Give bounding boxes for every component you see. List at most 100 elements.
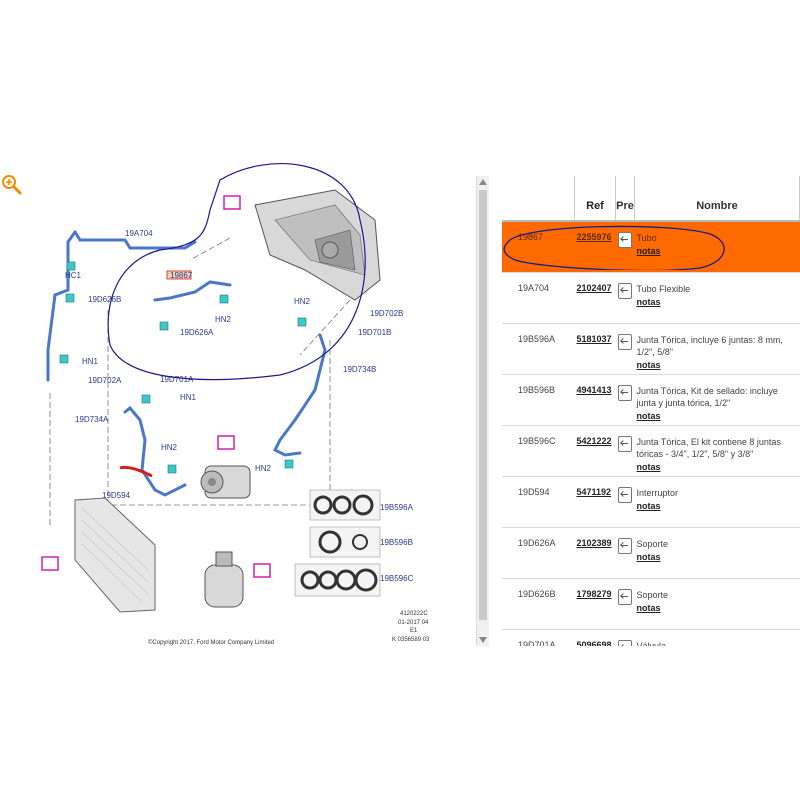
callout-HN1-2: HN1 bbox=[180, 393, 197, 402]
hvac-module bbox=[254, 189, 381, 301]
highlight-label: 19867 bbox=[170, 271, 193, 280]
part-code: 19B596C bbox=[502, 425, 575, 477]
part-name: Válvula bbox=[636, 641, 667, 646]
part-code: 19D594 bbox=[502, 476, 575, 528]
detail-link-icon bbox=[217, 435, 235, 450]
detail-link-icon bbox=[41, 556, 59, 571]
detail-link-icon bbox=[223, 195, 241, 210]
diagram-footnote: 4120222C 01-2017 04 E1 K 0356589 03 ©Cop… bbox=[148, 611, 430, 646]
callout-HN2-3: HN2 bbox=[255, 464, 272, 473]
annotation-outline bbox=[107, 163, 366, 381]
scroll-thumb[interactable] bbox=[479, 190, 487, 620]
add-to-cart-icon[interactable] bbox=[617, 283, 632, 299]
callout-19D702B: 19D702B bbox=[370, 309, 403, 318]
part-code: 19D626B bbox=[502, 578, 575, 630]
diagram-date: 01-2017 04 bbox=[398, 620, 429, 626]
callout-labels[interactable]: 19A704 HC1 19D626B HN1 19D702A 19D734A 1… bbox=[65, 229, 414, 583]
callout-HN2-1: HN2 bbox=[215, 315, 232, 324]
part-ref-link[interactable]: 5421222 bbox=[574, 425, 616, 477]
add-to-cart-icon[interactable] bbox=[617, 334, 632, 350]
add-to-cart-icon[interactable] bbox=[617, 640, 632, 646]
part-ref-link[interactable]: 4941413 bbox=[574, 374, 616, 426]
notes-link[interactable]: notas bbox=[636, 411, 661, 421]
add-to-cart-icon[interactable] bbox=[617, 538, 632, 554]
parts-table-header: Ref Pre Nombre bbox=[502, 176, 800, 222]
diagram-copyright: ©Copyright 2017, Ford Motor Company Limi… bbox=[148, 639, 274, 646]
diagram-edition: E1 bbox=[410, 628, 418, 634]
refrigerant-pipes bbox=[46, 230, 327, 497]
notes-link[interactable]: notas bbox=[636, 501, 661, 511]
callout-19D701A: 19D701A bbox=[160, 375, 194, 384]
detail-link-icon bbox=[253, 563, 271, 578]
o-ring-kits bbox=[294, 489, 381, 597]
part-name: Soporte bbox=[636, 590, 669, 600]
refrigerant-bottle bbox=[204, 551, 244, 608]
add-to-cart-icon[interactable] bbox=[617, 487, 632, 503]
part-code: 19B596B bbox=[502, 374, 575, 426]
part-code: 19D626A bbox=[502, 527, 575, 579]
header-pre: Pre bbox=[615, 176, 635, 222]
part-ref-link[interactable]: 2102407 bbox=[574, 272, 616, 324]
callout-HN1: HN1 bbox=[82, 357, 99, 366]
scroll-up-icon[interactable] bbox=[479, 179, 487, 185]
callout-19D594: 19D594 bbox=[102, 491, 131, 500]
callout-19B596A: 19B596A bbox=[380, 503, 414, 512]
add-to-cart-icon[interactable] bbox=[617, 589, 632, 605]
callout-19D734A: 19D734A bbox=[75, 415, 109, 424]
callout-19D626B: 19D626B bbox=[88, 295, 121, 304]
part-code: 19D701A bbox=[502, 629, 575, 646]
notes-link[interactable]: notas bbox=[636, 360, 661, 370]
part-name: Tubo Flexible bbox=[636, 284, 691, 294]
part-name: Junta Tórica, El kit contiene 8 juntas t… bbox=[636, 437, 781, 459]
direction-arrow bbox=[119, 465, 153, 478]
notes-link[interactable]: notas bbox=[636, 552, 661, 562]
ac-compressor bbox=[200, 465, 251, 499]
callout-19D626A: 19D626A bbox=[180, 328, 214, 337]
table-row[interactable]: 19D701A5096698Válvulanotas bbox=[502, 629, 800, 646]
scroll-down-icon[interactable] bbox=[479, 637, 487, 643]
callout-HC1: HC1 bbox=[65, 271, 82, 280]
part-name: Tubo bbox=[636, 233, 657, 243]
detail-link-icons[interactable] bbox=[41, 195, 271, 578]
part-ref-link[interactable]: 5096698 bbox=[574, 629, 616, 646]
callout-19A704: 19A704 bbox=[125, 229, 153, 238]
part-ref-link[interactable]: 2255976 bbox=[574, 221, 616, 273]
highlight-label-box bbox=[166, 270, 192, 280]
condenser bbox=[74, 497, 156, 613]
add-to-cart-icon[interactable] bbox=[617, 385, 632, 401]
part-code: 19A704 bbox=[502, 272, 575, 324]
part-ref-link[interactable]: 5471192 bbox=[574, 476, 616, 528]
add-to-cart-icon[interactable] bbox=[617, 232, 632, 248]
notes-link[interactable]: notas bbox=[636, 297, 661, 307]
part-ref-link[interactable]: 5181037 bbox=[574, 323, 616, 375]
part-name: Soporte bbox=[636, 539, 669, 549]
clips bbox=[59, 261, 307, 474]
notes-link[interactable]: notas bbox=[636, 462, 661, 472]
notes-link[interactable]: notas bbox=[636, 246, 661, 256]
callout-19B596C: 19B596C bbox=[380, 574, 414, 583]
notes-link[interactable]: notas bbox=[636, 603, 661, 613]
part-ref-link[interactable]: 2102389 bbox=[574, 527, 616, 579]
add-to-cart-icon[interactable] bbox=[617, 436, 632, 452]
callout-19D734B: 19D734B bbox=[343, 365, 376, 374]
diagram-ref: K 0356589 03 bbox=[392, 637, 430, 643]
header-code bbox=[502, 176, 575, 222]
part-code: 19B596A bbox=[502, 323, 575, 375]
callout-HN2-4: HN2 bbox=[161, 443, 178, 452]
zoom-in-icon[interactable] bbox=[0, 172, 24, 196]
part-name: Junta Tórica, incluye 6 juntas: 8 mm, 1/… bbox=[636, 335, 783, 357]
part-ref-link[interactable]: 1798279 bbox=[574, 578, 616, 630]
diagram-id: 4120222C bbox=[400, 611, 428, 617]
diagram-scrollbar[interactable] bbox=[476, 176, 489, 646]
callout-19D702A: 19D702A bbox=[88, 376, 122, 385]
